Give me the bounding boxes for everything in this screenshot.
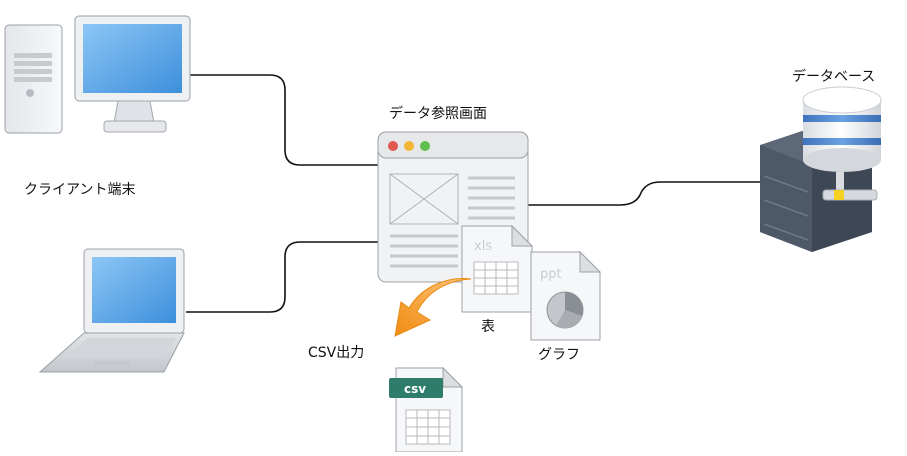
csv-output-label: CSV出力 [308, 345, 365, 361]
database-server-icon [760, 86, 882, 252]
xls-badge: xls [474, 239, 492, 254]
laptop-computer-icon [38, 248, 185, 373]
data-viewer-label: データ参照画面 [389, 106, 487, 122]
connector-desktop-viewer [186, 74, 378, 166]
table-label: 表 [481, 319, 495, 335]
window-close-dot [388, 141, 398, 151]
connector-viewer-database [528, 181, 760, 206]
connectors [186, 74, 760, 313]
client-terminal-label: クライアント端末 [24, 182, 136, 198]
graph-label: グラフ [538, 347, 580, 363]
xls-file-icon: xls [461, 224, 534, 313]
database-label: データベース [792, 69, 876, 85]
csv-export-arrow [394, 278, 472, 337]
ppt-file-icon: ppt [530, 250, 602, 341]
csv-file-icon: csv [389, 366, 464, 453]
desktop-computer-icon [4, 15, 191, 134]
pie-chart-icon [546, 291, 584, 329]
csv-badge: csv [404, 382, 426, 396]
ppt-badge: ppt [540, 267, 562, 282]
database-cylinder-icon [802, 86, 882, 172]
window-minimize-dot [404, 141, 414, 151]
window-maximize-dot [420, 141, 430, 151]
connector-laptop-viewer [186, 241, 378, 313]
